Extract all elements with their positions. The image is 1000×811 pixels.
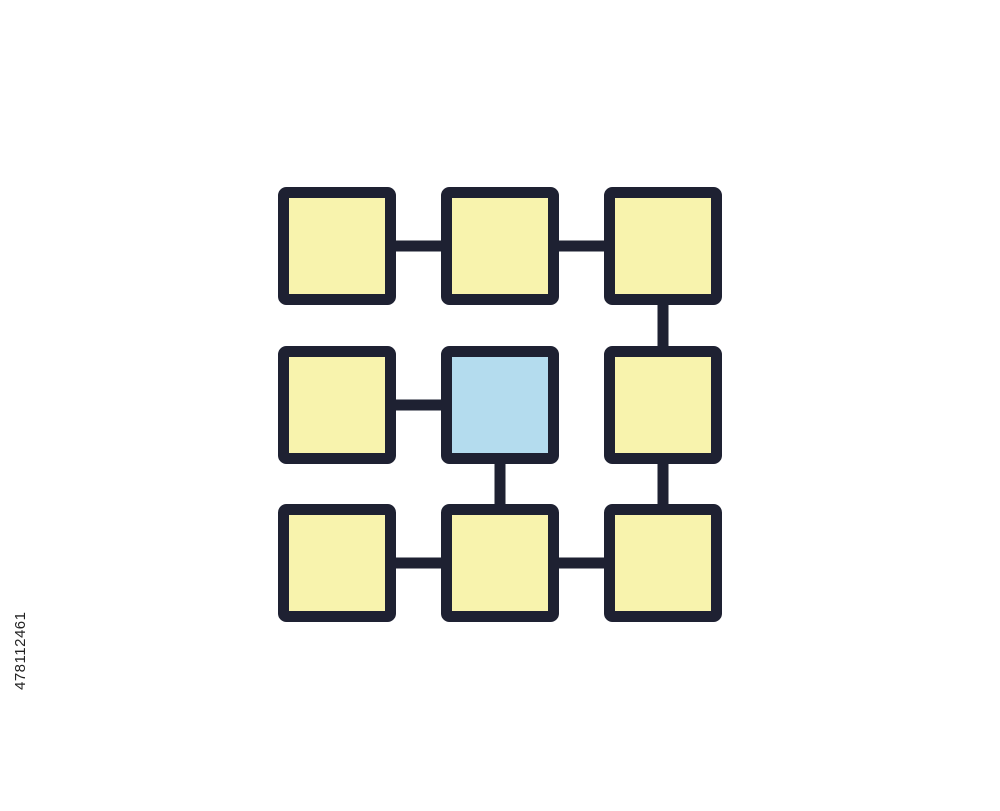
- node-r1-c3: [604, 187, 722, 305]
- node-r3-c1: [278, 504, 396, 622]
- node-r2-c1: [278, 346, 396, 464]
- node-r1-c1: [278, 187, 396, 305]
- node-r2-c3: [604, 346, 722, 464]
- node-squares: [278, 187, 722, 622]
- node-r3-c3: [604, 504, 722, 622]
- side-identifier: 478112461: [12, 611, 29, 690]
- node-r1-c2: [441, 187, 559, 305]
- node-r3-c2: [441, 504, 559, 622]
- node-r2-c2: [441, 346, 559, 464]
